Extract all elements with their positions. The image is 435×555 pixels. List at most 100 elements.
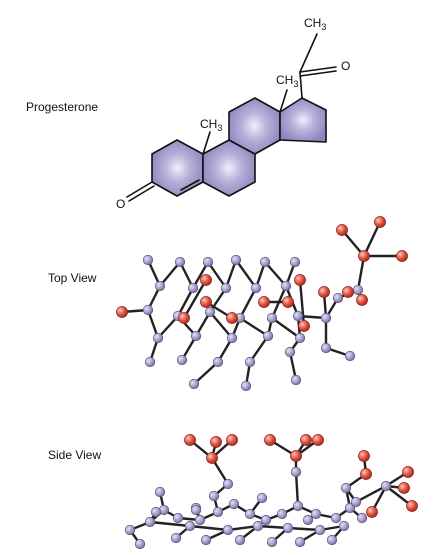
carbon-atom [294, 332, 306, 344]
carbon-atom [266, 536, 278, 548]
atom-label-ch3-c13: CH3 [276, 73, 298, 89]
oxygen-atom [406, 500, 418, 512]
carbon-atom [202, 256, 214, 268]
bond-c3-o-1 [126, 181, 153, 198]
oxygen-atom [258, 296, 270, 308]
carbon-atom [200, 534, 212, 546]
carbon-atom [144, 516, 156, 528]
bond-c3-o-2 [128, 185, 155, 202]
carbon-atom [282, 522, 294, 534]
top-view-bond [158, 260, 182, 288]
carbon-atom [208, 490, 220, 502]
oxygen-atom [356, 294, 368, 306]
oxygen-atom [200, 296, 212, 308]
carbon-atom [154, 486, 166, 498]
carbon-atom [228, 498, 240, 510]
bond-c20-o-1 [299, 66, 337, 73]
side-view-atoms [124, 434, 418, 550]
oxygen-atom [312, 434, 324, 446]
carbon-atom [234, 534, 246, 546]
atom-label-ch3-acetyl: CH3 [304, 16, 326, 32]
carbon-atom [230, 254, 242, 266]
carbon-atom [290, 466, 302, 478]
carbon-atom [284, 346, 296, 358]
bond-c13-methyl [279, 89, 288, 113]
carbon-atom [289, 256, 301, 268]
carbon-atom [320, 342, 332, 354]
carbon-atom [154, 280, 166, 292]
oxygen-atom [336, 224, 348, 236]
oxygen-atom [282, 296, 294, 308]
carbon-atom [356, 512, 368, 524]
carbon-atom [176, 354, 188, 366]
top-view-bond [208, 310, 234, 340]
top-view-bond [238, 316, 270, 338]
oxygen-atom [178, 312, 190, 324]
label-top-view: Top View [48, 271, 97, 285]
carbon-atom [262, 330, 274, 342]
bond-c20-o-2 [299, 70, 337, 77]
carbon-atom [244, 356, 256, 368]
top-view-bond [270, 316, 302, 340]
carbon-atom [174, 256, 186, 268]
carbon-atom [240, 380, 252, 392]
side-view-bond [188, 524, 230, 532]
top-view-model [116, 216, 408, 392]
side-view-bond [354, 484, 388, 504]
carbon-atom [276, 508, 288, 520]
carbon-atom [150, 506, 162, 518]
carbon-atom [220, 282, 232, 294]
carbon-atom [320, 312, 332, 324]
carbon-atom [212, 356, 224, 368]
atom-label-o-ketone: O [341, 59, 350, 73]
carbon-atom [244, 508, 256, 520]
top-view-bond [298, 278, 306, 328]
carbon-atom [184, 520, 196, 532]
oxygen-atom [206, 452, 218, 464]
bond-c4-c5-double [180, 179, 200, 191]
oxygen-atom [358, 450, 370, 462]
carbon-atom [124, 524, 136, 536]
side-view-bond [294, 470, 300, 508]
carbon-atom [250, 282, 262, 294]
oxygen-atom [226, 434, 238, 446]
carbon-atom [222, 478, 234, 490]
oxygen-atom [366, 506, 378, 518]
carbon-atom [204, 306, 216, 318]
carbon-atom [256, 492, 268, 504]
carbon-atom [142, 304, 154, 316]
oxygen-atom [342, 286, 354, 298]
top-view-bond [176, 286, 195, 318]
carbon-atom [332, 292, 344, 304]
carbon-atom [330, 512, 342, 524]
label-progesterone: Progesterone [26, 100, 98, 114]
carbon-atom [260, 514, 272, 526]
oxygen-atom [116, 306, 128, 318]
oxygen-atom [294, 274, 306, 286]
oxygen-atom [184, 434, 196, 446]
carbon-atom [294, 536, 306, 548]
carbon-atom [170, 532, 182, 544]
oxygen-atom [210, 436, 222, 448]
carbon-atom [314, 524, 326, 536]
carbon-atom [188, 378, 200, 390]
carbon-atom [252, 520, 264, 532]
oxygen-atom [290, 450, 302, 462]
top-view-bond [238, 286, 258, 320]
carbon-atom [259, 256, 271, 268]
structural-formula: CH3 O CH3 CH3 O [116, 16, 350, 211]
label-side-view: Side View [48, 448, 101, 462]
carbon-atom [290, 374, 302, 386]
side-view-bond [148, 520, 192, 528]
oxygen-atom [402, 466, 414, 478]
side-view-bond [286, 526, 322, 532]
atom-label-o-ring-a: O [116, 197, 125, 211]
top-view-atoms [116, 216, 408, 392]
ring-d [279, 97, 327, 143]
oxygen-atom [264, 434, 276, 446]
bond-c10-methyl [202, 131, 211, 155]
top-view-bond [362, 220, 382, 258]
carbon-atom [226, 332, 238, 344]
carbon-atom [144, 356, 156, 368]
top-view-bond [206, 260, 228, 290]
